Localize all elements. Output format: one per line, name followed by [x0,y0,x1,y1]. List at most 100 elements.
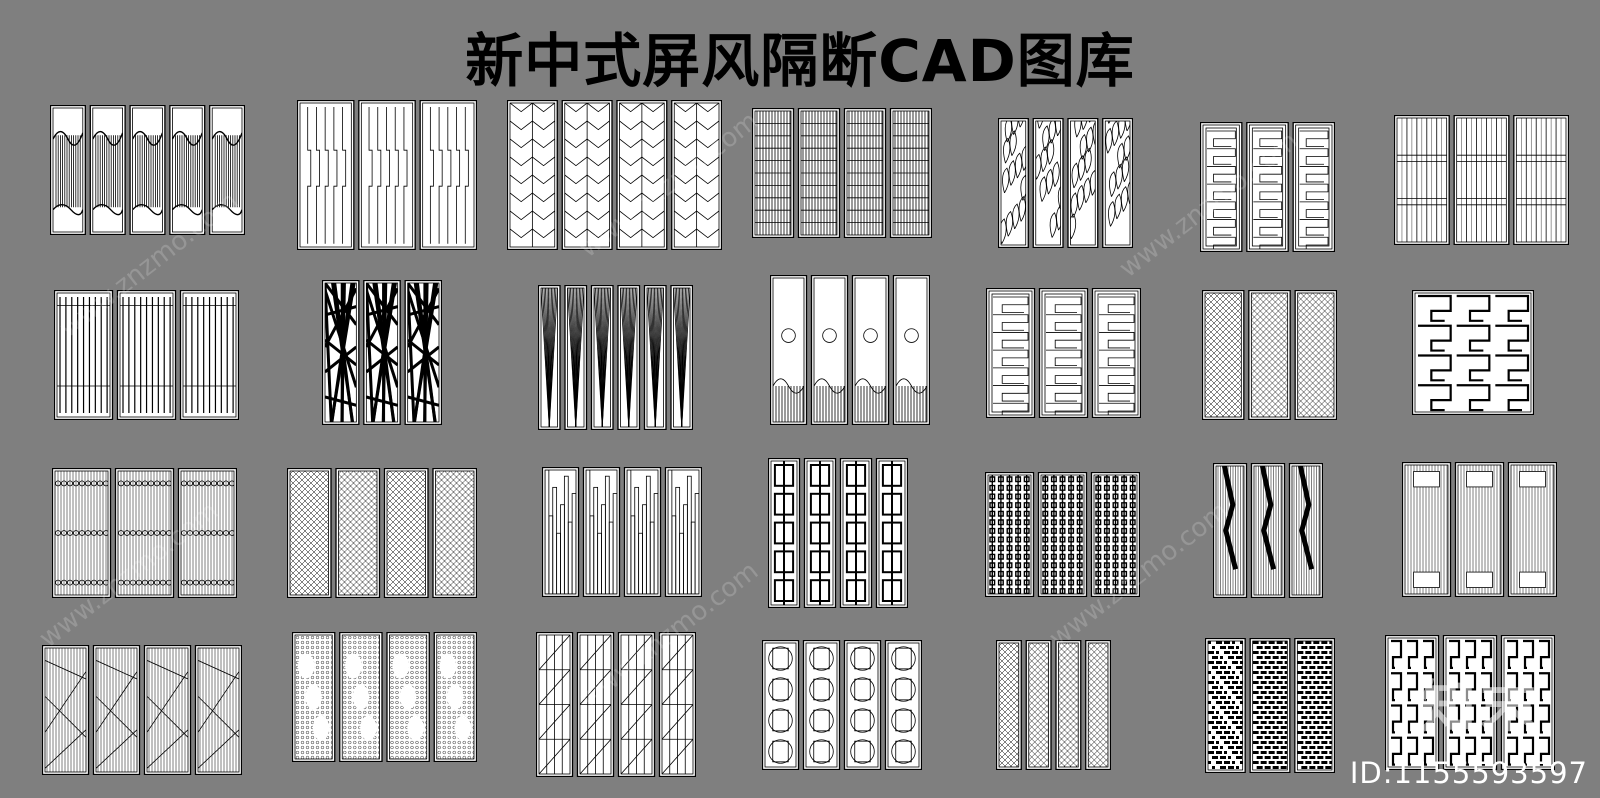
screen-fine-grid-4panel-drawing [752,108,932,238]
screen-branch-3panel [1213,463,1323,598]
screen-panel [590,285,614,430]
screen-panel [1037,472,1088,597]
screen-medallion-4panel [762,640,922,770]
screen-cross-3panel-drawing [1385,635,1555,770]
screen-star-mesh-4panel-drawing [287,468,477,598]
screen-panel [839,458,873,608]
screen-panel [1385,635,1440,770]
screen-star-mesh-4panel [287,468,477,598]
screen-panel [1412,290,1534,415]
screen-panel [1394,115,1450,245]
screen-panel [1091,288,1141,418]
screen-panel [419,100,477,250]
screen-panel [810,275,849,425]
screen-blossom-4panel-drawing [292,632,477,762]
screen-panel [114,468,175,598]
screen-lattice-3panel [1394,115,1569,245]
screen-panel [383,468,429,598]
screen-mountain-3panel [770,275,930,425]
screen-window-4panel-drawing [536,632,696,777]
screen-panel [42,645,90,775]
screen-panel [1038,288,1089,418]
screen-column-3panel [1402,462,1557,597]
screen-panel [643,285,667,430]
screen-panel [1249,638,1291,773]
screen-brick-3panel [1205,638,1335,773]
screen-panel [1102,118,1133,248]
screen-hexagon-4panel-drawing [507,100,722,250]
screen-panel [1250,463,1286,598]
screen-panel [1032,118,1064,248]
screen-skyline-4panel-drawing [542,467,702,597]
screen-panel [143,645,192,775]
screen-panel [576,632,615,777]
screen-panel [432,468,477,598]
screen-dense-lattice-3panel-drawing [1202,290,1337,420]
screen-panel [1294,290,1337,420]
screen-panel [179,290,239,420]
screen-panel [50,105,86,235]
screen-panel [92,645,141,775]
screen-deco-4panel-drawing [768,458,908,608]
screen-panel [1294,638,1335,773]
screen-panel [985,472,1035,597]
screen-panel [52,468,112,598]
screen-folded-fan-6panel-drawing [538,285,693,430]
screen-column-3panel-drawing [1402,462,1557,597]
screen-panel [1067,118,1099,248]
screen-panel [292,632,336,762]
screen-panel [358,100,416,250]
screen-panel [1500,635,1555,770]
screen-panel [1205,638,1246,773]
screen-panel [363,280,401,425]
screen-sakura-4panel-drawing [996,640,1111,770]
screen-panel [768,458,801,608]
screen-panel [617,285,641,430]
screen-panel [851,275,890,425]
screen-key-fret-3panel-drawing [986,288,1141,418]
screen-floral-4panel [998,118,1133,248]
screen-folded-fan-6panel [538,285,693,430]
screen-geometric-3panel-drawing [322,280,442,425]
screen-panel [998,118,1029,248]
page-title: 新中式屏风隔断CAD图库 [465,27,1135,95]
screen-interlock-single [1412,290,1534,415]
screen-panel [670,285,693,430]
screen-panel [564,285,588,430]
screen-branch-3panel-drawing [1213,463,1323,598]
screen-panel [433,632,477,762]
screen-panel [664,467,702,597]
screen-panel [507,100,558,250]
screen-sakura-4panel [996,640,1111,770]
screen-floral-4panel-drawing [998,118,1133,248]
screen-blossom-4panel [292,632,477,762]
screen-interlock-single-drawing [1412,290,1534,415]
screen-panel [889,108,932,238]
screen-skyline-4panel [542,467,702,597]
screen-weave-3panel [985,472,1140,597]
screen-panel [169,105,206,235]
screen-flowing-lines-3panel [297,100,477,250]
screen-panel [671,100,722,250]
screen-panel [1213,463,1248,598]
screen-panel [129,105,166,235]
screen-panel [1025,640,1052,770]
screen-panel [1402,462,1452,597]
screen-panel [1055,640,1082,770]
screen-panel [536,632,574,777]
screen-panel [1507,462,1557,597]
screen-panel [1090,472,1140,597]
screen-panel [54,290,114,420]
screen-panel [194,645,242,775]
screen-panel [1292,122,1335,252]
screen-panel [1200,122,1243,252]
screen-panel [177,468,237,598]
screen-panel [623,467,662,597]
screen-panel [752,108,795,238]
screen-panel [1085,640,1111,770]
screen-key-fret-3panel [986,288,1141,418]
screen-crack-4panel [42,645,242,775]
screen-brick-3panel-drawing [1205,638,1335,773]
screen-weave-3panel-drawing [985,472,1140,597]
screen-window-4panel [536,632,696,777]
